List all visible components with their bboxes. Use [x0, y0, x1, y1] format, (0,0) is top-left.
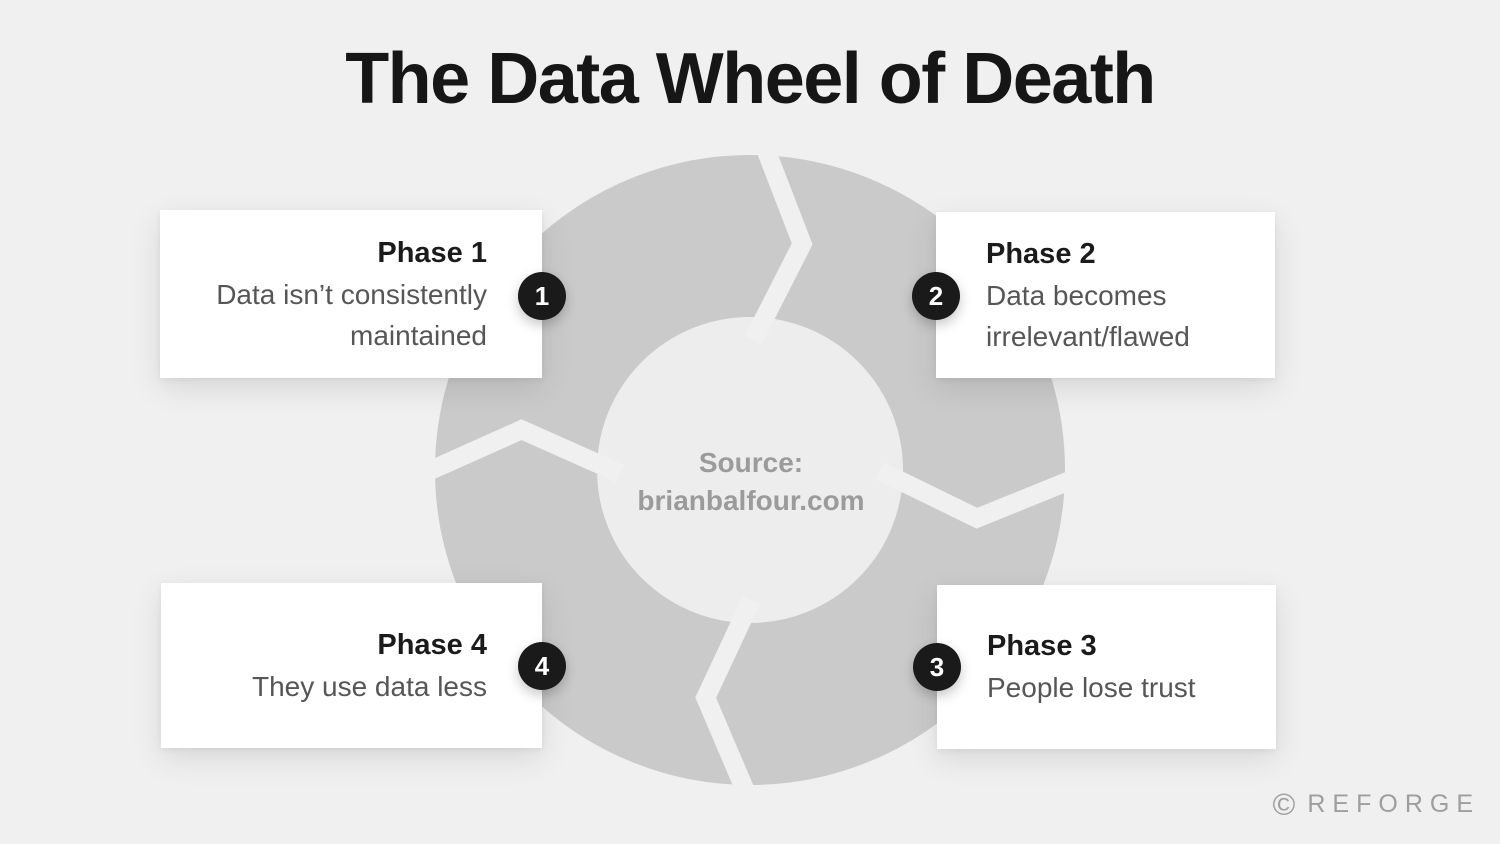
- phase-2-title: Phase 2: [986, 237, 1096, 270]
- phase-2-number-badge: 2: [912, 272, 960, 320]
- phase-card-1: Phase 1 Data isn’t consistently maintain…: [160, 210, 542, 378]
- source-label-line2: brianbalfour.com: [637, 485, 865, 516]
- phase-3-description: People lose trust: [987, 672, 1196, 703]
- phase-1-title: Phase 1: [377, 236, 487, 269]
- wheel-gap-bottom-icon: [695, 595, 763, 814]
- reforge-logo: © REFORGE: [1273, 789, 1480, 820]
- wheel-gap-left-icon: [406, 419, 624, 489]
- wheel-gap-top-icon: [744, 126, 813, 345]
- phase-1-number-badge: 1: [518, 272, 566, 320]
- page-title: The Data Wheel of Death: [345, 39, 1156, 119]
- phase-3-title: Phase 3: [987, 630, 1097, 662]
- phase-card-4: Phase 4 They use data less: [161, 583, 542, 748]
- phase-2-description: Data becomes irrelevant/flawed: [986, 279, 1190, 352]
- phase-card-3: Phase 3 People lose trust: [937, 585, 1276, 749]
- phase-card-2: Phase 2 Data becomes irrelevant/flawed: [936, 212, 1275, 378]
- phase-4-title: Phase 4: [377, 628, 487, 661]
- wheel-hole: [597, 317, 903, 623]
- phase-3-number-badge: 3: [913, 643, 961, 691]
- phase-1-description: Data isn’t consistently maintained: [216, 278, 487, 351]
- source-label: Source: brianbalfour.com: [589, 444, 913, 520]
- source-label-line1: Source:: [698, 447, 804, 478]
- wheel-ring: [435, 155, 1065, 785]
- brand-name: REFORGE: [1307, 790, 1480, 818]
- phase-4-description: They use data less: [251, 670, 487, 702]
- copyright-icon: ©: [1272, 787, 1296, 822]
- phase-4-number-badge: 4: [518, 642, 566, 690]
- wheel-gap-right-icon: [875, 462, 1094, 529]
